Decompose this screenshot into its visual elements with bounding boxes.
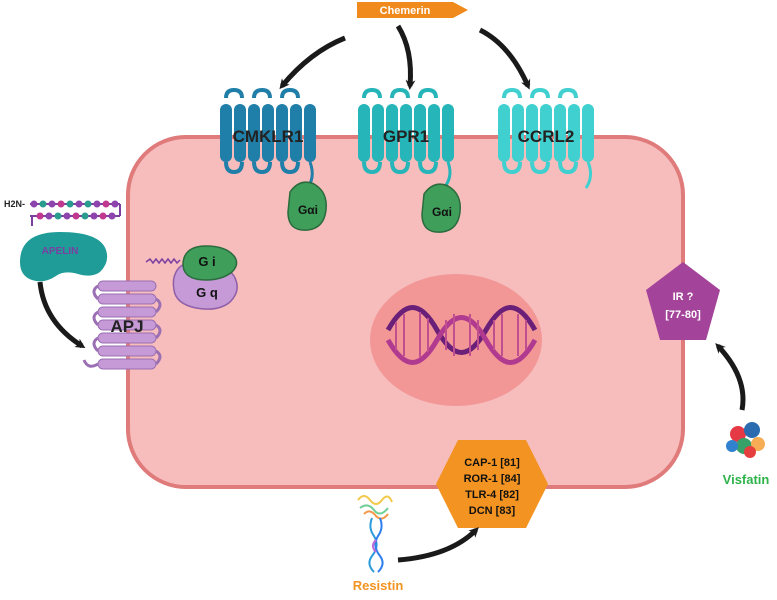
gpr1-label: GPR1 [383,127,429,146]
visfatin-label: Visfatin [723,472,770,487]
chemerin-to-ccrl2-arrow [478,27,531,90]
resistin-receptors-hexagon: CAP-1 [81] ROR-1 [84] TLR-4 [82] DCN [83… [436,440,548,528]
ccrl2-label: CCRL2 [518,127,575,146]
chemerin-label: Chemerin [380,5,431,17]
gpr1-receptor: GPR1 [358,87,454,192]
apj-label: APJ [110,317,143,336]
visfatin-receptor-pentagon: IR ? [77-80] [646,262,720,340]
apelin-to-apj-arrow [37,281,86,349]
apelin-peptide-chain: H2N- [4,199,121,226]
resistin-protein-icon [357,495,393,573]
visfatin-protein-icon [726,422,765,458]
ir-label: IR ? [673,291,694,303]
ror1-label: ROR-1 [84] [464,473,521,485]
chemerin-ligand: Chemerin [357,2,468,18]
chemerin-to-cmklr1-arrow [279,35,346,90]
apj-receptor: APJ [82,280,162,370]
apelin-label: APELIN [42,246,79,257]
apelin-ligand: APELIN [20,232,108,282]
chemerin-to-gpr1-arrow [395,24,416,90]
gi-protein: G i [182,245,238,281]
visfatin-to-ir-arrow [715,343,746,411]
resistin-label: Resistin [353,578,404,593]
cmklr1-receptor: CMKLR1 [220,87,316,191]
ccrl2-receptor: CCRL2 [498,87,594,189]
gi-label: G i [198,254,215,269]
cap1-label: CAP-1 [81] [464,457,520,469]
resistin-to-hexagon-arrow [397,527,479,563]
ir-citation: [77-80] [665,309,701,321]
dna-helix-icon [385,305,538,365]
cmklr1-label: CMKLR1 [233,127,304,146]
gai-protein-2: Gαi [421,183,461,233]
gai-protein-1: Gαi [287,181,327,231]
h2n-label: H2N- [4,199,25,209]
dcn-label: DCN [83] [469,505,516,517]
gai-label-2: Gαi [432,205,452,219]
gq-label: G q [196,285,218,300]
gai-label-1: Gαi [298,203,318,217]
tlr4-label: TLR-4 [82] [465,489,519,501]
